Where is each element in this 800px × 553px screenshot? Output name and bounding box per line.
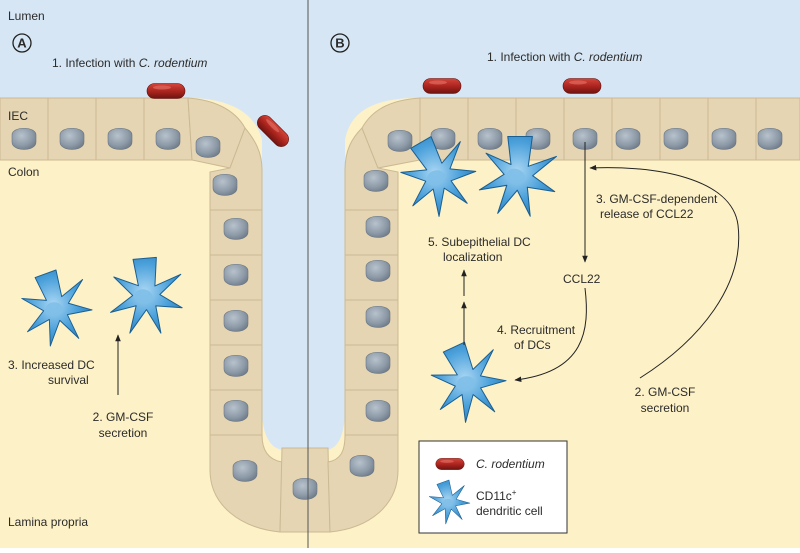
- bacterium-b2: [562, 78, 602, 94]
- panel-b-step3-line2: release of CCL22: [600, 207, 694, 221]
- panel-b-step1: 1. Infection with C. rodentium: [487, 50, 642, 64]
- panel-a-step3-line2: survival: [48, 373, 89, 387]
- lumen-region-b: [308, 0, 800, 450]
- panel-a-letter: A: [17, 36, 27, 51]
- arrow-b-gmcsf-loop: [589, 164, 740, 379]
- panel-b-step2-line1: 2. GM-CSF: [635, 385, 696, 399]
- label-lumen: Lumen: [8, 9, 45, 23]
- legend-dc-label-line2: dendritic cell: [476, 504, 543, 518]
- label-colon: Colon: [8, 165, 39, 179]
- label-lamina-propria: Lamina propria: [8, 515, 88, 529]
- panel-b-step4-line2: of DCs: [514, 338, 551, 352]
- label-iec: IEC: [8, 109, 28, 123]
- panel-a-step1: 1. Infection with C. rodentium: [52, 56, 207, 70]
- panel-b-letter: B: [335, 36, 344, 51]
- panel-a-step2-line2: secretion: [99, 426, 148, 440]
- legend-bacterium-swatch: [435, 458, 465, 470]
- panel-b-badge: B: [330, 33, 350, 53]
- panel-a-step3-line1: 3. Increased DC: [8, 358, 95, 372]
- panel-b-step5-line2: localization: [443, 250, 502, 264]
- arrow-b-ccl22-to-dc: [514, 287, 587, 383]
- legend-bacterium-label: C. rodentium: [476, 457, 545, 471]
- panel-b-step3-line1: 3. GM-CSF-dependent: [596, 192, 718, 206]
- panel-a-step2-line1: 2. GM-CSF: [93, 410, 154, 424]
- panel-b-step5-line1: 5. Subepithelial DC: [428, 235, 531, 249]
- bacterium-a1: [146, 83, 186, 99]
- panel-b-step4-line1: 4. Recruitment: [497, 323, 576, 337]
- legend-dc-label-line1: CD11c+: [476, 488, 517, 503]
- bacterium-b1: [422, 78, 462, 94]
- panel-b-ccl22: CCL22: [563, 272, 601, 286]
- panel-a-badge: A: [12, 33, 32, 53]
- panel-b-step2-line2: secretion: [641, 401, 690, 415]
- legend: C. rodentium CD11c+ dendritic cell: [418, 440, 568, 534]
